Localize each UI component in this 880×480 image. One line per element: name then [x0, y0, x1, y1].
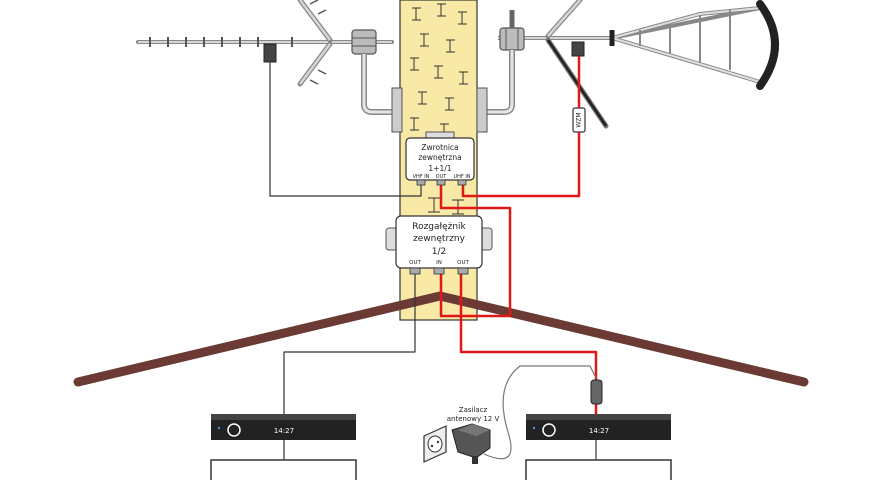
cables	[269, 56, 598, 462]
amplifier-label: WZM	[576, 112, 583, 127]
diplexer-title-line2: zewnętrzna	[418, 153, 461, 162]
uhf-antenna-connector	[571, 41, 585, 57]
receiver-right-clock: 14:27	[589, 427, 609, 435]
receiver-left-clock: 14:27	[274, 427, 294, 435]
power-supply-adapter	[451, 423, 491, 464]
cable-power-supply	[483, 365, 597, 460]
diplexer-port-uhf: UHF IN	[453, 174, 470, 180]
vhf-antenna-connector	[263, 43, 277, 63]
splitter-ratio: 1/2	[432, 247, 446, 257]
splitter-title-line1: Rozgałężnik	[412, 222, 466, 232]
power-supply-label-line1: Zasilacz	[459, 406, 488, 414]
power-injector	[590, 379, 603, 405]
cable-amplifier-to-diplexer	[461, 132, 581, 198]
diplexer-port-out: OUT	[436, 174, 448, 180]
receiver-left-power-knob	[227, 423, 241, 437]
receiver-left: 14:27	[211, 414, 356, 440]
splitter-port-out-left: OUT	[409, 260, 421, 266]
tv-right	[525, 459, 672, 480]
diplexer-port-vhf: VHF IN	[413, 174, 430, 180]
diplexer-title-line1: Zwrotnica	[421, 143, 458, 152]
cable-splitter-to-receiver-right	[459, 270, 598, 415]
splitter-title-line2: zewnętrzny	[413, 234, 466, 244]
splitter-port-in: IN	[436, 260, 442, 266]
splitter-box: Rozgałężnik zewnętrzny 1/2 OUT IN OUT	[385, 215, 493, 275]
cable-diplexer-to-splitter	[439, 182, 512, 318]
power-supply-label-line2: antenowy 12 V	[447, 415, 500, 423]
splitter-port-out-right: OUT	[457, 260, 469, 266]
cable-splitter-to-receiver-left	[283, 270, 416, 418]
receiver-right: 14:27	[526, 414, 671, 440]
tv-left	[210, 459, 357, 480]
diplexer-box: Zwrotnica zewnętrzna 1+1/1 VHF IN OUT UH…	[405, 131, 475, 186]
receiver-right-power-knob	[542, 423, 556, 437]
mast-amplifier: WZM	[572, 107, 586, 133]
vhf-yagi-antenna	[136, 0, 403, 133]
uhf-grid-antenna	[476, 0, 779, 133]
diplexer-ratio: 1+1/1	[428, 164, 451, 173]
cable-vhf-to-diplexer	[269, 62, 422, 197]
wall-socket	[423, 425, 447, 463]
